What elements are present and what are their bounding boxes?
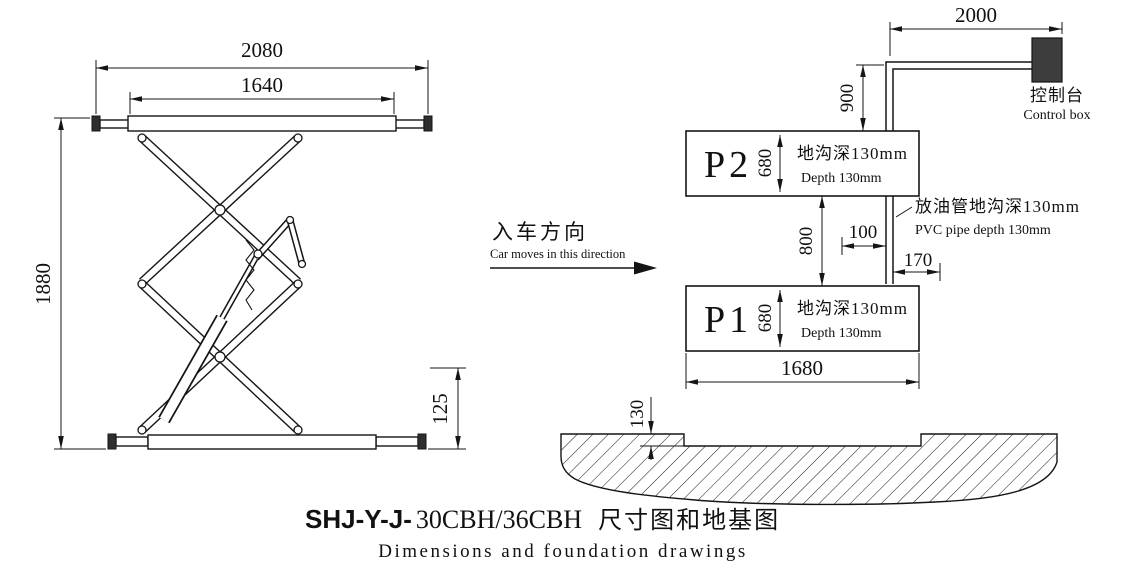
direction-arrow-icon xyxy=(634,261,657,275)
dim-offset-100-label: 100 xyxy=(849,222,878,243)
hydraulic-cylinder xyxy=(158,215,307,424)
control-box: 控制台 Control box xyxy=(1023,37,1091,123)
p1-depth-en: Depth 130mm xyxy=(801,326,882,341)
title-model-codes: 30CBH/36CBH xyxy=(416,505,582,534)
direction-en: Car moves in this direction xyxy=(490,247,626,261)
title-cn: 尺寸图和地基图 xyxy=(598,507,780,534)
dim-offset-100: 100 xyxy=(841,222,886,255)
dim-overall-height-label: 1880 xyxy=(31,263,55,305)
top-platform xyxy=(91,115,433,132)
platform-p2: P2 680 地沟深130mm Depth 130mm xyxy=(685,130,920,197)
p2-depth-en: Depth 130mm xyxy=(801,171,882,186)
dim-trench-depth-label: 130 xyxy=(627,400,648,429)
pipe-note-cn: 放油管地沟深130mm xyxy=(915,197,1080,216)
direction-cn: 入车方向 xyxy=(492,220,588,244)
title-model-prefix: SHJ-Y-J- xyxy=(305,504,412,534)
drawing-title: SHJ-Y-J- 30CBH/36CBH 尺寸图和地基图 xyxy=(305,504,780,534)
control-box-cn: 控制台 xyxy=(1030,86,1084,105)
title-block: SHJ-Y-J- 30CBH/36CBH 尺寸图和地基图 Dimensions … xyxy=(305,504,780,562)
base-frame xyxy=(107,433,427,450)
dim-overall-width-label: 2080 xyxy=(241,38,283,62)
direction-note: 入车方向 Car moves in this direction xyxy=(490,220,657,275)
dim-platform-length: 1680 xyxy=(685,353,920,389)
dim-pipe-run-label: 2000 xyxy=(955,3,997,27)
dim-gap-label: 800 xyxy=(796,227,817,256)
dim-offset-170-label: 170 xyxy=(904,250,933,271)
p1-width-label: 680 xyxy=(755,304,776,333)
dim-overall-height: 1880 xyxy=(31,117,106,450)
pipe-note: 放油管地沟深130mm PVC pipe depth 130mm xyxy=(895,197,1080,238)
dim-offset-170: 170 xyxy=(893,250,941,281)
pvc-pipe xyxy=(885,61,1034,284)
pipe-note-en: PVC pipe depth 130mm xyxy=(915,223,1051,238)
dim-platform-width-label: 1640 xyxy=(241,73,283,97)
spring-cable xyxy=(245,239,255,311)
dim-pipe-to-p2: 900 xyxy=(837,64,884,131)
p1-label: P1 xyxy=(704,299,752,341)
section-view: 130 xyxy=(560,397,1058,506)
p2-width-label: 680 xyxy=(755,149,776,178)
platform-p1: P1 680 地沟深130mm Depth 130mm xyxy=(685,285,920,352)
p1-depth-cn: 地沟深130mm xyxy=(797,299,908,318)
dim-platform-width: 1640 xyxy=(129,73,395,114)
dim-platform-length-label: 1680 xyxy=(781,356,823,380)
drawing-subtitle: Dimensions and foundation drawings xyxy=(378,541,747,562)
dim-pipe-run: 2000 xyxy=(889,3,1063,56)
control-box-symbol xyxy=(1031,37,1063,83)
pivot-joints xyxy=(137,133,303,435)
dim-min-height: 125 xyxy=(428,367,466,450)
dim-pipe-to-p2-label: 900 xyxy=(837,84,858,113)
plan-view: P2 680 地沟深130mm Depth 130mm P1 680 地沟深13… xyxy=(490,3,1091,389)
control-box-en: Control box xyxy=(1023,108,1090,123)
ground-hatch xyxy=(560,433,1058,506)
dim-gap: 800 xyxy=(796,196,825,286)
dim-min-height-label: 125 xyxy=(428,393,452,425)
scissor-arms xyxy=(138,134,302,434)
dim-trench-depth: 130 xyxy=(627,397,684,460)
dim-overall-width: 2080 xyxy=(95,38,429,114)
p2-label: P2 xyxy=(704,144,752,186)
side-view: 2080 1640 1880 125 xyxy=(31,38,466,450)
p2-depth-cn: 地沟深130mm xyxy=(797,144,908,163)
